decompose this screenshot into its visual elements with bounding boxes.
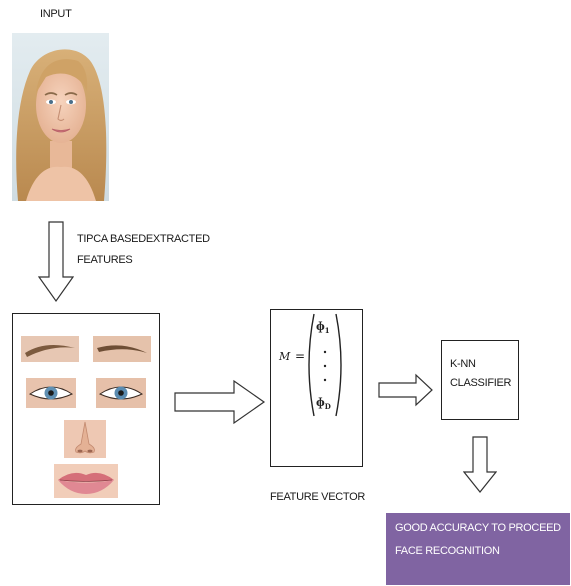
classifier-line1: K-NN <box>450 358 476 370</box>
right-arrow-icon-1 <box>174 379 266 425</box>
result-line2: FACE RECOGNITION <box>395 545 500 557</box>
lips-image <box>54 464 118 498</box>
knn-classifier-box: K-NN CLASSIFIER <box>441 340 519 420</box>
feature-vector-box: M = ɸ1 ɸD <box>270 309 363 467</box>
nose-image <box>64 420 106 458</box>
feature-vector-label: FEATURE VECTOR <box>270 491 365 503</box>
right-arrow-icon-2 <box>378 373 434 407</box>
down-arrow-icon <box>38 221 74 303</box>
input-face-image <box>12 33 109 201</box>
right-eyebrow-image <box>93 336 151 362</box>
matrix-equals: = <box>295 349 305 363</box>
input-label: INPUT <box>40 8 72 20</box>
classifier-line2: CLASSIFIER <box>450 377 511 389</box>
left-eye-image <box>26 378 76 408</box>
result-box: GOOD ACCURACY TO PROCEED FACE RECOGNITIO… <box>386 513 570 585</box>
left-eyebrow-image <box>21 336 79 362</box>
down-arrow-icon-2 <box>463 436 497 494</box>
matrix-phi-d: ɸD <box>316 396 331 411</box>
matrix-phi-1: ɸ1 <box>316 320 330 335</box>
extracted-features-box <box>12 313 160 505</box>
matrix-lhs: M <box>279 350 290 363</box>
result-line1: GOOD ACCURACY TO PROCEED <box>395 522 561 534</box>
right-eye-image <box>96 378 146 408</box>
extract-label-line2: FEATURES <box>77 254 132 266</box>
extract-label-line1: TIPCA BASEDEXTRACTED <box>77 233 210 245</box>
